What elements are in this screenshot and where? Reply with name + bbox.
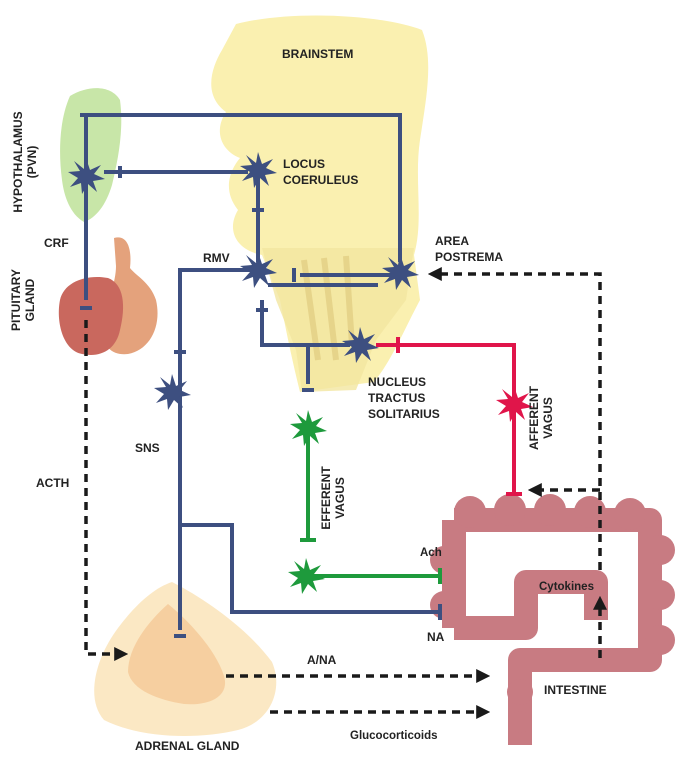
nts-label-3: SOLITARIUS <box>368 407 440 421</box>
pituitary-label: PITUITARY <box>9 269 23 331</box>
area-postrema-label-2: POSTREMA <box>435 250 503 264</box>
efferent-label: EFFERENT <box>319 466 333 530</box>
afferent-vagus-pathway <box>376 337 533 496</box>
na-label: NA <box>427 630 445 644</box>
ana-label: A/NA <box>307 653 337 667</box>
pituitary-gland-label: GLAND <box>23 278 37 321</box>
afferent-vagus-label: VAGUS <box>541 397 555 439</box>
area-postrema-label-1: AREA <box>435 234 469 248</box>
cytokines-label: Cytokines <box>539 581 594 593</box>
brainstem-shape <box>211 15 429 392</box>
nts-label-2: TRACTUS <box>368 391 425 405</box>
intestine-bumps <box>430 494 675 733</box>
synaptic-terminals-blue <box>80 113 442 638</box>
intestine-label: INTESTINE <box>544 683 607 697</box>
pituitary-gland-shape <box>58 237 158 355</box>
efferent-vagus-label: VAGUS <box>333 477 347 519</box>
adrenal-gland-label: ADRENAL GLAND <box>135 739 240 753</box>
glucocorticoids-label: Glucocorticoids <box>350 730 438 742</box>
blue-pathways <box>84 113 440 630</box>
ach-label: Ach <box>420 547 442 559</box>
locus-coeruleus-label-1: LOCUS <box>283 157 325 171</box>
adrenal-gland-shape <box>94 582 277 736</box>
nts-label-1: NUCLEUS <box>368 375 426 389</box>
locus-coeruleus-label-2: COERULEUS <box>283 173 358 187</box>
crf-label: CRF <box>44 236 69 250</box>
hypothalamus-label: HYPOTHALAMUS <box>11 111 25 212</box>
hypothalamus-shape <box>60 88 122 222</box>
sns-label: SNS <box>135 441 160 455</box>
acth-label: ACTH <box>36 476 69 490</box>
afferent-label: AFFERENT <box>527 385 541 450</box>
signal-arrows <box>84 267 607 719</box>
efferent-vagus-pathway <box>288 410 442 594</box>
brainstem-label: BRAINSTEM <box>282 47 353 61</box>
hypothalamus-pvn-label: (PVN) <box>25 146 39 179</box>
rmv-label: RMV <box>203 251 230 265</box>
